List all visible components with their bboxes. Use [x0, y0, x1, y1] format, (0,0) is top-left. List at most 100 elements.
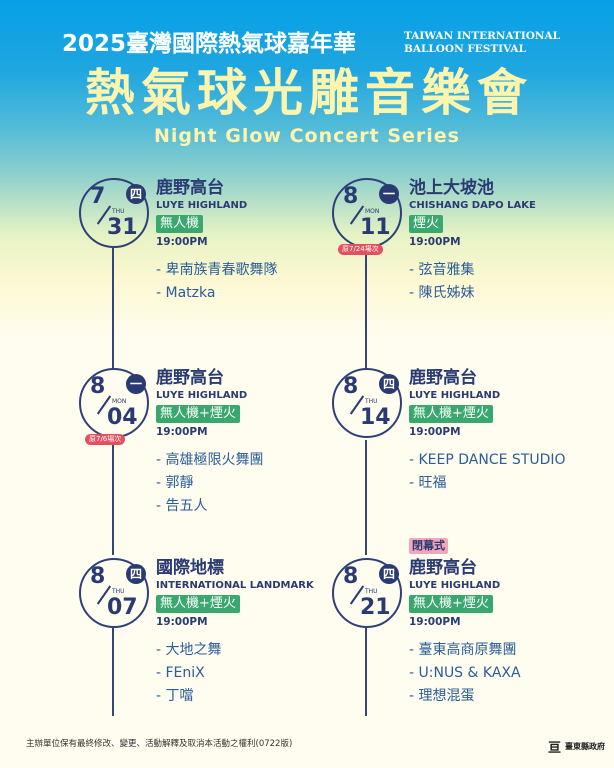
weekday-badge: 四 — [126, 184, 146, 204]
show-type-tag: 無人機+煙火 — [409, 595, 493, 613]
date-day: 14 — [360, 405, 391, 430]
timeline-line — [365, 440, 367, 555]
venue-name: 鹿野高台 — [156, 368, 224, 388]
performer: - 理想混蛋 — [409, 688, 475, 704]
performer: - 大地之舞 — [156, 642, 222, 658]
weekday-badge: 一 — [379, 184, 399, 204]
weekday-badge: 四 — [379, 564, 399, 584]
event-card: 8 THU 07 四 國際地標 INTERNATIONAL LANDMARK 無… — [79, 558, 363, 748]
performer: - 丁噹 — [156, 688, 194, 704]
reschedule-note: 原7/24場次 — [338, 244, 383, 255]
date-month: 8 — [343, 184, 359, 209]
festival-title-en: TAIWAN INTERNATIONAL BALLOON FESTIVAL — [404, 30, 560, 56]
weekday-en: THU — [112, 588, 125, 595]
event-info: 池上大坡池 CHISHANG DAPO LAKE 煙火 19:00PM - 弦音… — [409, 178, 536, 305]
date-circle: 8 THU 07 四 — [79, 558, 149, 628]
event-card: 8 MON 04 一 原7/6場次 鹿野高台 LUYE HIGHLAND 無人機… — [79, 368, 363, 558]
date-month: 8 — [90, 564, 106, 589]
weekday-badge: 四 — [379, 374, 399, 394]
event-time: 19:00PM — [156, 426, 208, 438]
performer-list: - 弦音雅集 - 陳氏姊妹 — [409, 259, 536, 305]
date-day: 21 — [360, 595, 391, 620]
timeline-line — [365, 628, 367, 716]
closing-ceremony-tag: 閉幕式 — [409, 538, 448, 554]
venue-name-en: LUYE HIGHLAND — [409, 390, 501, 401]
event-time: 19:00PM — [409, 616, 461, 628]
timeline-line — [112, 628, 114, 716]
performer: - Matzka — [156, 285, 216, 301]
festival-title-zh: 2025臺灣國際熱氣球嘉年華 — [62, 31, 357, 57]
performer: - FEniX — [156, 665, 205, 681]
weekday-en: THU — [365, 588, 378, 595]
date-circle: 8 MON 11 一 — [332, 178, 402, 248]
logo-text: 臺東縣政府 — [565, 742, 606, 751]
date-circle: 8 THU 21 四 — [332, 558, 402, 628]
performer: - KEEP DANCE STUDIO — [409, 452, 566, 468]
show-type-tag: 無人機 — [156, 215, 204, 233]
event-time: 19:00PM — [156, 616, 208, 628]
venue-name-en: LUYE HIGHLAND — [409, 580, 501, 591]
event-card: 8 THU 14 四 鹿野高台 LUYE HIGHLAND 無人機+煙火 19:… — [332, 368, 614, 558]
weekday-en: THU — [365, 398, 378, 405]
festival-title-en-line2: BALLOON FESTIVAL — [404, 43, 526, 55]
reschedule-note: 原7/6場次 — [85, 434, 126, 445]
subtitle: Night Glow Concert Series — [154, 125, 460, 147]
performer-list: - 大地之舞 - FEniX - 丁噹 — [156, 639, 314, 708]
date-month: 8 — [343, 564, 359, 589]
event-info: 鹿野高台 LUYE HIGHLAND 無人機+煙火 19:00PM - KEEP… — [409, 368, 566, 495]
show-type-tag: 無人機+煙火 — [156, 405, 240, 423]
date-circle: 8 MON 04 一 — [79, 368, 149, 438]
performer: - U:NUS & KAXA — [409, 665, 521, 681]
performer: - 高雄極限火舞團 — [156, 452, 264, 468]
date-month: 7 — [90, 184, 106, 209]
date-month: 8 — [343, 374, 359, 399]
weekday-badge: 一 — [126, 374, 146, 394]
date-circle: 8 THU 14 四 — [332, 368, 402, 438]
event-info: 鹿野高台 LUYE HIGHLAND 無人機 19:00PM - 卑南族青春歌舞… — [156, 178, 278, 305]
venue-name-en: LUYE HIGHLAND — [156, 390, 248, 401]
performer-list: - 臺東高商原舞團- U:NUS & KAXA- 理想混蛋 — [409, 639, 521, 708]
timeline-line — [112, 248, 114, 370]
performer: - 告五人 — [156, 498, 208, 514]
performer: - 旺福 — [409, 475, 447, 491]
timeline-line — [365, 252, 367, 370]
county-emblem-icon: 亘 — [548, 741, 562, 756]
date-day: 11 — [360, 215, 391, 240]
event-time: 19:00PM — [156, 236, 208, 248]
performer: - 弦音雅集 — [409, 262, 475, 278]
main-title: 熱氣球光雕音樂會 — [85, 64, 533, 122]
weekday-en: MON — [365, 208, 380, 215]
weekday-en: THU — [112, 208, 125, 215]
government-logo: 亘 臺東縣政府 — [548, 737, 605, 756]
event-card: 8 MON 11 一 原7/24場次 池上大坡池 CHISHANG DAPO L… — [332, 178, 614, 368]
date-day: 04 — [107, 405, 138, 430]
festival-title-en-line1: TAIWAN INTERNATIONAL — [404, 30, 561, 42]
event-card: 8 THU 21 四 閉幕式 鹿野高台 LUYE HIGHLAND 無人機+煙火… — [332, 538, 614, 748]
venue-name: 鹿野高台 — [156, 178, 224, 198]
timeline-line — [112, 440, 114, 555]
performer: - 郭靜 — [156, 475, 194, 491]
weekday-badge: 四 — [126, 564, 146, 584]
venue-name: 國際地標 — [156, 558, 224, 578]
show-type-tag: 煙火 — [409, 215, 444, 233]
performer: - 陳氏姊妹 — [409, 285, 475, 301]
event-info: 鹿野高台 LUYE HIGHLAND 無人機+煙火 19:00PM - 高雄極限… — [156, 368, 264, 518]
event-time: 19:00PM — [409, 236, 461, 248]
show-type-tag: 無人機+煙火 — [409, 405, 493, 423]
event-time: 19:00PM — [409, 426, 461, 438]
date-month: 8 — [90, 374, 106, 399]
event-info: 閉幕式 鹿野高台 LUYE HIGHLAND 無人機+煙火 19:00PM - … — [409, 538, 521, 708]
performer-list: - KEEP DANCE STUDIO - 旺福 — [409, 449, 566, 495]
date-day: 07 — [107, 595, 138, 620]
performer: - 卑南族青春歌舞隊 — [156, 262, 278, 278]
performer-list: - 卑南族青春歌舞隊 - Matzka — [156, 259, 278, 305]
disclaimer: 主辦單位保有最終修改、變更、活動解釋及取消本活動之權利(0722版) — [26, 739, 293, 749]
event-info: 國際地標 INTERNATIONAL LANDMARK 無人機+煙火 19:00… — [156, 558, 314, 708]
show-type-tag: 無人機+煙火 — [156, 595, 240, 613]
event-card: 7 THU 31 四 鹿野高台 LUYE HIGHLAND 無人機 19:00P… — [79, 178, 363, 368]
venue-name: 池上大坡池 — [409, 178, 494, 198]
venue-name-en: CHISHANG DAPO LAKE — [409, 200, 536, 211]
venue-name-en: LUYE HIGHLAND — [156, 200, 248, 211]
performer-list: - 高雄極限火舞團 - 郭靜 - 告五人 — [156, 449, 264, 518]
